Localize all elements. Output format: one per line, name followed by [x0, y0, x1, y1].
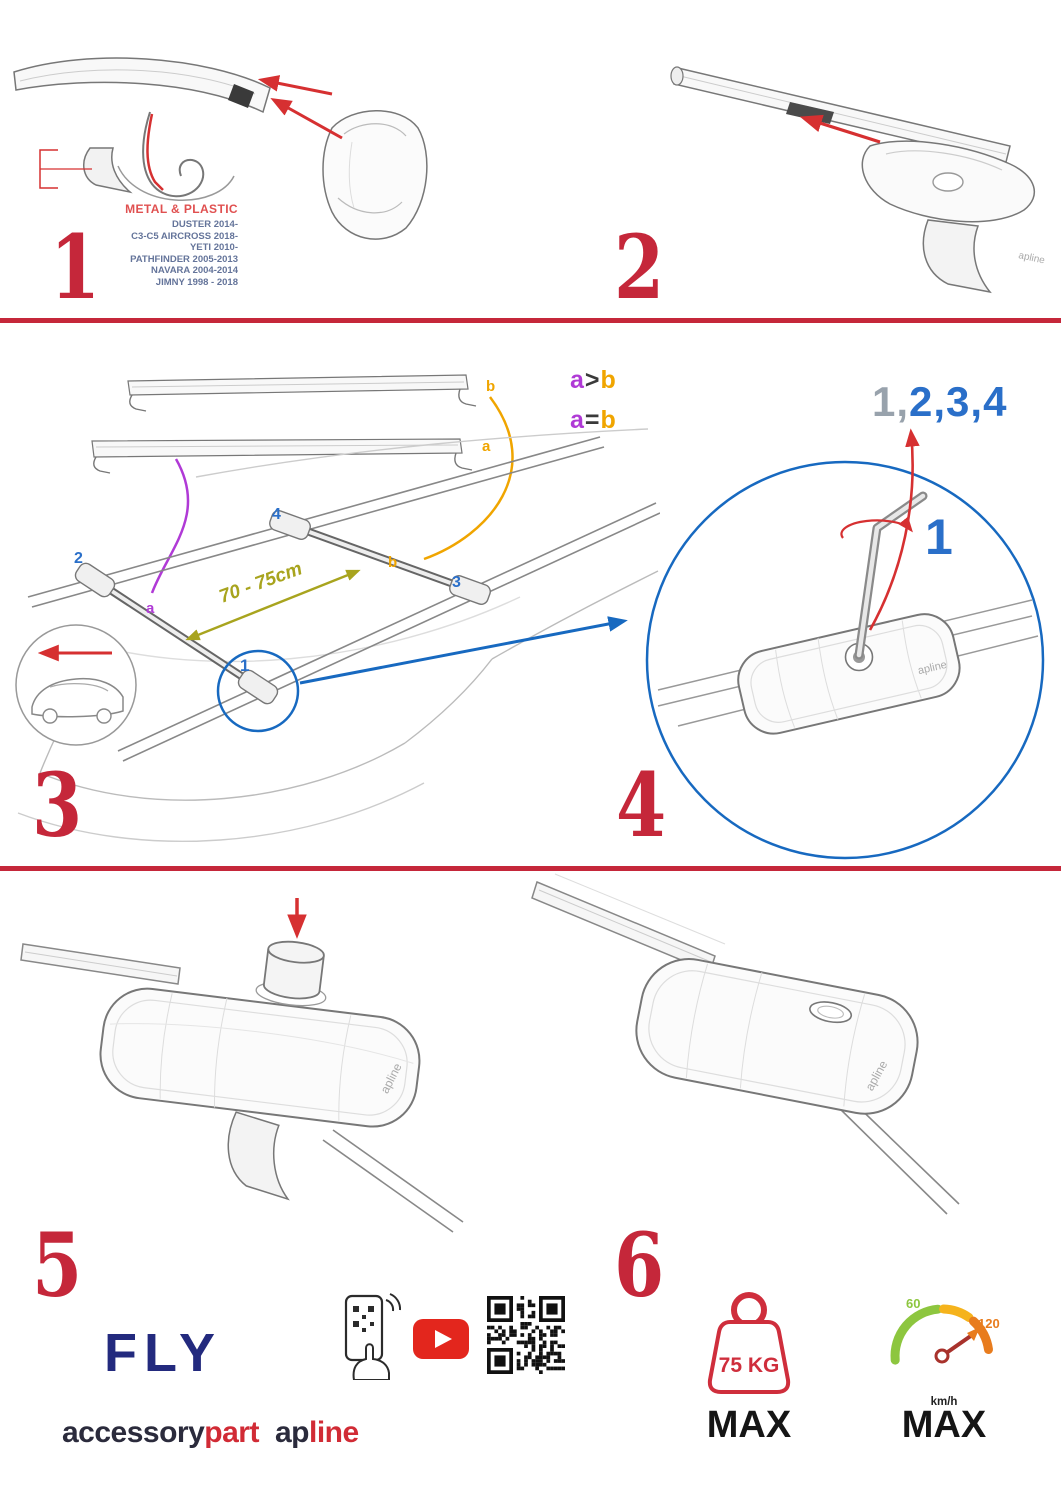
brand-accessory: accessory: [62, 1416, 205, 1449]
detail-circle: [216, 649, 300, 733]
hand: [352, 1343, 390, 1380]
clamp-pad: apline: [99, 940, 421, 1201]
loose-bar-b: [127, 374, 477, 412]
weight-max-label: MAX: [706, 1404, 792, 1446]
position-label-2: 2: [74, 550, 83, 567]
scan-qr-phone-icon: [344, 1293, 402, 1380]
cover-piece: [322, 110, 428, 240]
curve-b: [423, 396, 514, 561]
step2-number: 2: [614, 215, 665, 319]
zoom-arrow: [299, 616, 628, 685]
step5-knob-drawing: apline: [20, 898, 464, 1233]
position-label-4: 4: [272, 506, 281, 523]
step2-bar-drawing: apline: [670, 66, 1046, 294]
bar-label-b: b: [486, 378, 495, 395]
clamp-edge-highlight: [146, 113, 164, 191]
bar-label-a: a: [482, 438, 491, 455]
roof-label-b: b: [388, 554, 397, 571]
loose-bar-a: [91, 438, 473, 474]
youtube-icon: [413, 1319, 469, 1359]
model-line: JIMNY 1998 - 2018: [155, 276, 238, 288]
tighten-sequence: 1,2,3,4: [872, 378, 1008, 425]
legend-a-equals-b: a=b: [570, 406, 617, 434]
model-line: PATHFINDER 2005-2013: [130, 253, 238, 265]
curve-a: [150, 458, 190, 594]
step6-mounted-clamp-drawing: apline: [531, 873, 960, 1215]
position-label-3: 3: [452, 574, 461, 591]
model-line: C3-C5 AIRCROSS 2018-: [131, 230, 238, 242]
rail-lines: [322, 1129, 464, 1233]
position-label-1: 1: [240, 656, 249, 675]
speed-max-label: MAX: [901, 1404, 987, 1446]
pad-logo: apline: [1017, 250, 1046, 266]
arrow-to-sequence: [868, 428, 920, 631]
step3-number: 3: [32, 753, 83, 857]
brand-part: part: [204, 1416, 259, 1449]
model-line: YETI 2010-: [189, 242, 238, 253]
clamp-pad: apline: [635, 958, 919, 1115]
speed-low-label: 60: [906, 1296, 920, 1311]
end-hook: [227, 1111, 290, 1201]
car-outline: [17, 428, 659, 842]
product-name: FLY: [104, 1323, 223, 1383]
step3-roof-layout-drawing: b a: [15, 374, 660, 842]
weight-value: 75 KG: [719, 1354, 780, 1377]
model-line: NAVARA 2004-2014: [151, 265, 238, 276]
speed-high-label: 120: [978, 1316, 1000, 1331]
sequence-step-one: 1: [925, 509, 953, 565]
distance-arrow: [185, 569, 361, 641]
knob-top: [267, 940, 325, 964]
vehicle-list: METAL & PLASTIC DUSTER 2014- C3-C5 AIRCR…: [58, 202, 238, 288]
brand-line: line: [309, 1416, 359, 1449]
front-crossbar: [74, 562, 279, 705]
rotate-arrow: [840, 516, 913, 539]
rear-crossbar: [269, 510, 491, 605]
step6-number: 6: [614, 1213, 665, 1317]
speed-unit-label: km/h: [931, 1396, 958, 1408]
clamp-pad: apline: [737, 613, 961, 735]
legend-a-greater-b: a>b: [570, 366, 617, 394]
step4-tightening-detail-drawing: apline: [645, 428, 1045, 860]
max-speed-icon: 60 120 km/h: [890, 1296, 1000, 1408]
arrow-into-slot: [799, 114, 881, 144]
step1-clamp-drawing: [13, 57, 428, 240]
material-label: METAL & PLASTIC: [125, 202, 238, 216]
arrow-to-bar: [257, 75, 333, 96]
brand-ap: ap: [274, 1416, 310, 1449]
car-direction-inset: [15, 624, 137, 746]
bar-logo-plate: [228, 84, 254, 108]
end-hook: [922, 219, 992, 294]
model-line: DUSTER 2014-: [172, 219, 238, 230]
step5-number: 5: [32, 1213, 83, 1317]
section-divider-top: [0, 318, 1061, 323]
section-divider-bottom: [0, 866, 1061, 871]
arrow-cover-to-bar: [270, 97, 343, 140]
step4-number: 4: [616, 753, 667, 857]
max-weight-icon: 75 KG: [707, 1292, 791, 1394]
qr-code: [487, 1296, 565, 1374]
step1-number: 1: [50, 215, 101, 319]
roof-label-a: a: [146, 600, 155, 617]
roof-rails: [27, 436, 660, 762]
distance-label: 70 - 75cm: [217, 558, 306, 607]
